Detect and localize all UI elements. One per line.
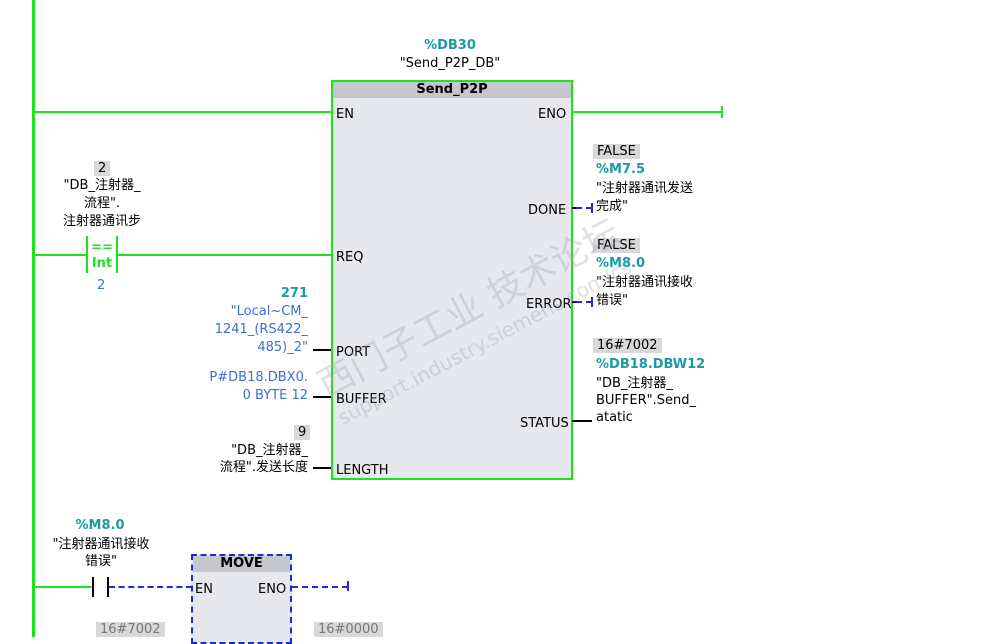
instance-db-name: "Send_P2P_DB" bbox=[399, 56, 501, 71]
move-in-value: 16#7002 bbox=[96, 622, 165, 637]
buffer-wire bbox=[313, 396, 331, 398]
move-block[interactable]: MOVE bbox=[191, 554, 292, 644]
compare-contact-right-bar[interactable] bbox=[116, 236, 118, 273]
req-wire-left bbox=[34, 254, 86, 256]
compare-operand-line1: "DB_注射器_ bbox=[63, 178, 141, 193]
contact2-line2: 错误" bbox=[85, 554, 117, 569]
error-line1: "注射器通讯接收 bbox=[596, 275, 693, 290]
move-out-value: 16#0000 bbox=[314, 622, 383, 637]
port-line2: 1241_(RS422_ bbox=[214, 322, 308, 337]
pin-error: ERROR bbox=[526, 297, 572, 312]
instance-db-address: %DB30 bbox=[424, 38, 476, 53]
pin-en: EN bbox=[336, 107, 354, 122]
error-dash-end bbox=[591, 297, 593, 307]
compare-type: Int bbox=[91, 256, 113, 271]
status-wire bbox=[572, 420, 592, 422]
error-line2: 错误" bbox=[596, 293, 628, 308]
pin-done: DONE bbox=[528, 203, 567, 218]
compare-op: == bbox=[91, 240, 113, 255]
compare-operand-line3: 注射器通讯步 bbox=[62, 214, 141, 229]
port-line1: "Local~CM_ bbox=[230, 304, 308, 319]
error-address: %M8.0 bbox=[596, 256, 645, 271]
status-line3: atatic bbox=[596, 410, 633, 425]
pin-req: REQ bbox=[336, 250, 364, 265]
power-rail bbox=[32, 0, 35, 637]
length-wire bbox=[313, 467, 331, 469]
move-eno-dash-end bbox=[347, 581, 349, 591]
done-value: FALSE bbox=[593, 144, 640, 159]
length-line1: "DB_注射器_ bbox=[231, 443, 308, 458]
pin-port: PORT bbox=[336, 345, 371, 360]
status-line1: "DB_注射器_ bbox=[596, 376, 673, 391]
send-p2p-block[interactable]: Send_P2P bbox=[331, 80, 573, 480]
contact2-left-bar[interactable] bbox=[92, 577, 94, 597]
done-dash bbox=[576, 207, 592, 209]
pin-length: LENGTH bbox=[336, 463, 389, 478]
error-dash bbox=[576, 301, 592, 303]
length-value: 9 bbox=[294, 425, 311, 440]
done-address: %M7.5 bbox=[596, 162, 645, 177]
error-value: FALSE bbox=[593, 238, 640, 253]
contact2-address: %M8.0 bbox=[75, 518, 125, 533]
move-pin-eno: ENO bbox=[258, 582, 287, 597]
compare-contact-left-bar[interactable] bbox=[86, 236, 88, 273]
done-wire bbox=[572, 207, 576, 209]
move-eno-dash bbox=[292, 586, 348, 588]
req-wire-right bbox=[118, 254, 332, 256]
status-value: 16#7002 bbox=[593, 338, 662, 353]
move-title: MOVE bbox=[193, 556, 290, 572]
move-pin-en: EN bbox=[195, 582, 213, 597]
buffer-line1: P#DB18.DBX0. bbox=[209, 370, 308, 385]
send-p2p-title: Send_P2P bbox=[333, 82, 571, 98]
length-line2: 流程".发送长度 bbox=[219, 460, 308, 475]
pin-status: STATUS bbox=[520, 416, 569, 431]
eno-wire-end bbox=[721, 106, 723, 118]
status-line2: BUFFER".Send_ bbox=[596, 393, 696, 408]
port-wire bbox=[313, 349, 331, 351]
done-dash-end bbox=[591, 203, 593, 213]
eno-wire bbox=[572, 111, 722, 113]
port-value: 271 bbox=[280, 286, 308, 301]
contact2-line1: "注射器通讯接收 bbox=[52, 537, 150, 552]
contact2-right-bar[interactable] bbox=[107, 577, 109, 597]
rung2-dash bbox=[109, 586, 192, 588]
pin-eno: ENO bbox=[538, 107, 567, 122]
compare-operand-line2: 流程". bbox=[83, 196, 121, 211]
done-line2: 完成" bbox=[596, 199, 628, 214]
status-address: %DB18.DBW12 bbox=[596, 357, 706, 372]
pin-buffer: BUFFER bbox=[336, 392, 387, 407]
done-line1: "注射器通讯发送 bbox=[596, 181, 693, 196]
rung2-wire bbox=[34, 586, 92, 588]
buffer-line2: 0 BYTE 12 bbox=[242, 388, 308, 403]
en-wire bbox=[34, 111, 332, 113]
error-wire bbox=[572, 301, 576, 303]
compare-operand2: 2 bbox=[97, 278, 106, 293]
port-line3: 485)_2" bbox=[257, 340, 308, 355]
compare-value: 2 bbox=[94, 161, 111, 176]
